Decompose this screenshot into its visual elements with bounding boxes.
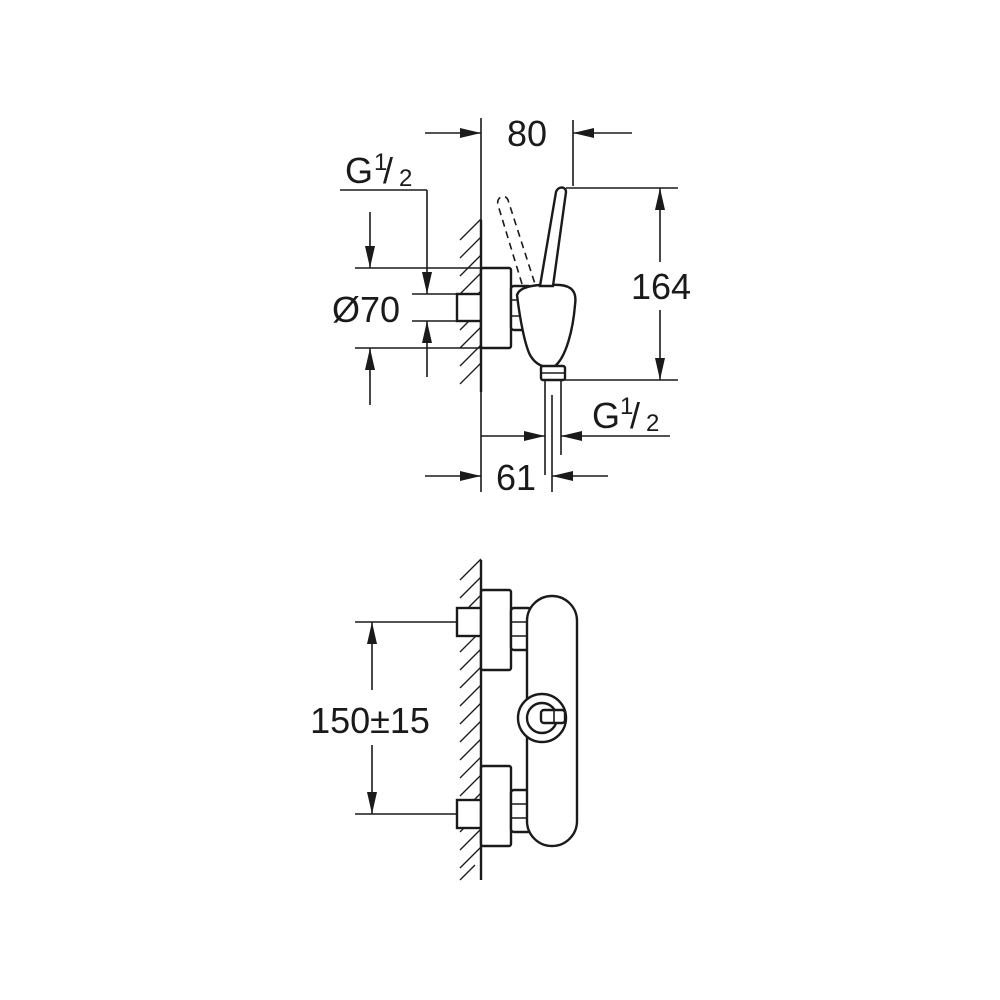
- mixer-body-side: [515, 283, 577, 369]
- upper-stub: [455, 606, 483, 638]
- svg-text:2: 2: [646, 410, 659, 437]
- inlet-stub: [455, 292, 483, 323]
- svg-text:G: G: [345, 150, 373, 191]
- svg-text:1: 1: [620, 393, 633, 420]
- lower-stub: [455, 798, 483, 830]
- dim-depth-61: 61: [496, 457, 536, 498]
- upper-eccentric: [479, 588, 513, 672]
- dim-centers-150: 150±15: [310, 700, 430, 741]
- eccentric-union: [479, 266, 513, 350]
- thread-label-inlet: G 1 / 2: [340, 149, 457, 377]
- control-lever-stub: [539, 708, 567, 725]
- lower-eccentric: [479, 764, 513, 848]
- lever-handle-alt-position: [496, 195, 536, 285]
- side-view: 80 164 G 1 / 2 Ø70: [332, 113, 691, 498]
- dim-width-80: 80: [507, 113, 547, 154]
- dim-diameter-70: Ø70: [332, 289, 400, 330]
- svg-text:/: /: [630, 395, 640, 436]
- lever-handle: [538, 186, 568, 288]
- svg-text:1: 1: [374, 149, 387, 176]
- svg-text:G: G: [592, 395, 620, 436]
- svg-text:2: 2: [399, 165, 412, 192]
- dim-height-164: 164: [631, 266, 691, 307]
- front-view: 150±15: [310, 558, 579, 881]
- svg-text:/: /: [383, 150, 393, 191]
